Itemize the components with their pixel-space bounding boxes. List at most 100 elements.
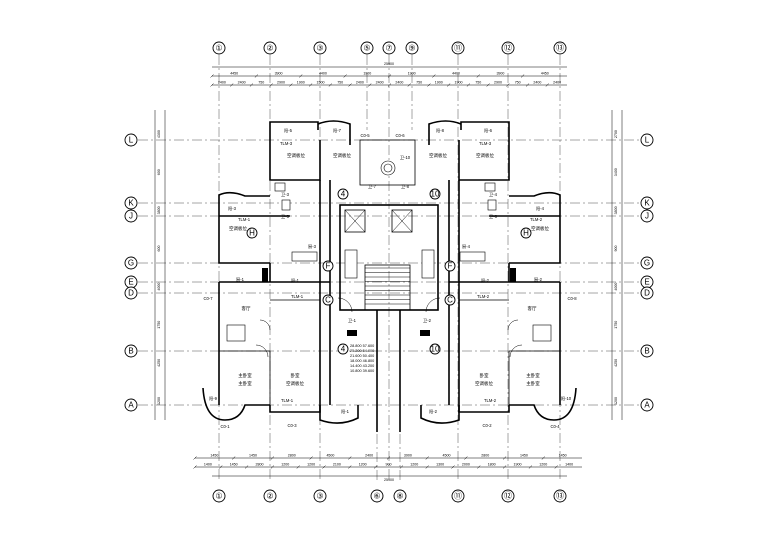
window-tag: C0-8 — [567, 296, 577, 301]
door-tag: TLM-3 — [479, 141, 492, 146]
dim-value: 2400 — [376, 81, 384, 85]
axis-bubble-left-A: A — [124, 398, 138, 412]
dim-tick — [269, 83, 273, 87]
room-name: 空调板位 — [229, 225, 247, 232]
dim-value: 1900 — [363, 72, 371, 76]
room-tag: 卫-1 — [348, 318, 357, 323]
room-name: 卧室 — [291, 372, 300, 379]
room-name: 空调板位 — [531, 225, 549, 232]
dim-value: 3800 — [157, 206, 161, 214]
dim-value: 750 — [258, 81, 264, 85]
room-names: 空调板位 空调板位 空调板位 空调板位 空调板位 空调板位 客厅 客厅 卧室 卧… — [229, 152, 549, 387]
axis-bubble-top-2: ② — [263, 41, 277, 55]
room-tag: 厨-1 — [236, 277, 245, 282]
svg-text:②: ② — [266, 492, 273, 501]
dim-tick — [425, 456, 429, 460]
dim-value: 2400 — [356, 81, 364, 85]
dim-tick — [464, 456, 468, 460]
dim-value: 750 — [416, 81, 422, 85]
svg-text:③: ③ — [316, 492, 323, 501]
door-tag: TLM-2 — [484, 398, 497, 403]
total-dim-bottom: 25900 — [384, 478, 394, 482]
room-tag: 卫-8 — [401, 184, 410, 189]
dim-tick — [308, 83, 313, 87]
dim-value: 2900 — [494, 81, 502, 85]
dim-value: 1450 — [210, 454, 218, 458]
dim-value: 600 — [157, 245, 161, 251]
dim-tick — [373, 465, 378, 469]
marker-10-top: 10 — [429, 188, 441, 200]
room-tag: 卫-5 — [281, 214, 290, 219]
dim-value: 1200 — [307, 463, 315, 467]
dim-value: 1200 — [157, 397, 161, 405]
room-tag: 阳-3 — [228, 205, 237, 212]
dim-value: 1200 — [410, 463, 418, 467]
svg-text:A: A — [644, 401, 650, 410]
marker-f-left: F — [322, 260, 334, 272]
svg-text:E: E — [644, 278, 649, 287]
dim-value: 2000 — [462, 463, 470, 467]
dim-value: 1900 — [408, 72, 416, 76]
svg-text:①: ① — [215, 44, 222, 53]
svg-text:⑨: ⑨ — [408, 44, 415, 53]
room-tags: 阳-5 阳-7 阳-8 阳-6 阳-3 阳-4 阳-1 阳-2 阳-9 阳-10… — [209, 127, 572, 415]
dim-tick — [322, 465, 326, 469]
dim-tick — [348, 456, 352, 460]
axis-bubble-left-B: B — [124, 344, 138, 358]
stair-treads — [365, 267, 410, 305]
dim-value: 1450 — [249, 454, 257, 458]
axis-bubble-left-G: G — [124, 256, 138, 270]
svg-text:10: 10 — [431, 190, 440, 199]
dim-value: 1750 — [614, 321, 618, 329]
fixtures — [226, 182, 552, 358]
axis-bubble-right-E: E — [640, 275, 654, 289]
door-tag: TLM-2 — [477, 294, 490, 299]
room-tag: 阳-1 — [341, 408, 350, 415]
axis-bubble-left-E: E — [124, 275, 138, 289]
dim-tick — [210, 83, 214, 87]
dim-tick — [289, 83, 293, 87]
dim-value: 1450 — [230, 463, 238, 467]
dim-value: 2100 — [333, 463, 341, 467]
svg-text:⑤: ⑤ — [363, 44, 370, 53]
axis-bubble-right-G: G — [640, 256, 654, 270]
svg-text:4: 4 — [341, 345, 346, 354]
elevation-note: 21.600 50.400 — [350, 354, 374, 358]
elevation-note: 10.800 39.600 — [350, 369, 374, 373]
dim-tick — [506, 83, 510, 87]
room-name: 空调板位 — [333, 152, 351, 159]
marker-4-top: 4 — [337, 188, 349, 200]
svg-text:E: E — [128, 278, 133, 287]
dim-tick — [299, 74, 303, 78]
dim-value: 4000 — [157, 283, 161, 291]
room-name: 空调板位 — [429, 152, 447, 159]
dim-value: 1500 — [316, 81, 324, 85]
right-unit-walls — [420, 120, 577, 424]
room-tag: 卫-7 — [368, 184, 377, 189]
dim-value: 2800 — [288, 454, 296, 458]
svg-text:4: 4 — [341, 190, 346, 199]
right-axis-bubbles: L K J G E D B A — [640, 133, 654, 412]
axis-bubble-top-3: ③ — [313, 41, 327, 55]
room-name: 空调板位 — [286, 380, 304, 387]
dim-value: 4400 — [452, 72, 460, 76]
svg-text:⑥: ⑥ — [373, 492, 380, 501]
room-tag: 阳-9 — [209, 395, 218, 402]
window-tag: C0-1 — [220, 424, 230, 429]
dim-value: 2900 — [277, 81, 285, 85]
dim-tick — [368, 83, 372, 87]
room-tag: 阳-6 — [484, 127, 493, 134]
axis-bubble-top-5: ⑤ — [360, 41, 374, 55]
svg-text:B: B — [644, 347, 649, 356]
dim-tick — [244, 465, 249, 469]
axis-bubble-right-L: L — [640, 133, 654, 147]
dim-value: 1900 — [514, 463, 522, 467]
dim-value: 1750 — [157, 321, 161, 329]
core-stair-elevator — [339, 139, 439, 432]
axis-bubble-top-11: ⑪ — [451, 41, 465, 55]
dim-tick — [328, 83, 333, 87]
dim-value: 1200 — [359, 463, 367, 467]
room-name: 主卧室 — [526, 380, 540, 387]
